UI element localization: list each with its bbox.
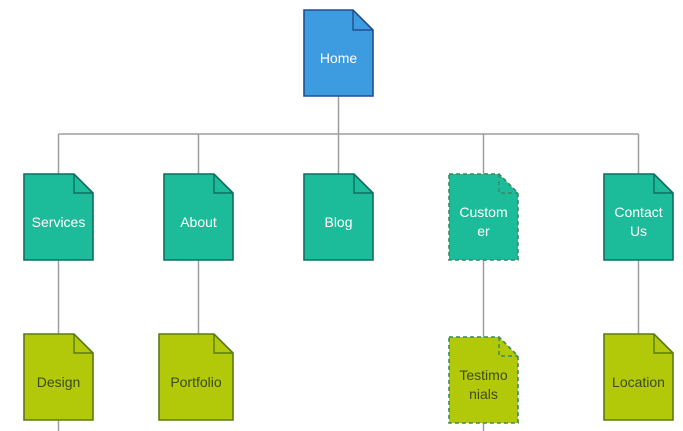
node-testimonials-page-fold: [498, 337, 518, 357]
node-about-page-shape: [163, 173, 234, 261]
node-contact-page-shape: [603, 173, 674, 261]
node-services-page-shape: [23, 173, 94, 261]
node-portfolio[interactable]: [158, 333, 234, 421]
node-testimonials-page-shape: [448, 336, 519, 424]
node-contact-page-fold: [653, 174, 673, 194]
node-contact[interactable]: [603, 173, 674, 261]
node-location[interactable]: [603, 333, 674, 421]
node-about[interactable]: [163, 173, 234, 261]
node-customer-page-shape: [448, 173, 519, 261]
node-testimonials[interactable]: [448, 336, 519, 424]
node-design-page-shape: [23, 333, 94, 421]
node-portfolio-page-shape: [158, 333, 234, 421]
node-location-page-fold: [653, 334, 673, 354]
node-services-page-fold: [73, 174, 93, 194]
connectors: [57, 96, 640, 431]
node-about-page-fold: [213, 174, 233, 194]
node-portfolio-page-fold: [213, 334, 233, 354]
node-location-page-shape: [603, 333, 674, 421]
node-customer-page-fold: [498, 174, 518, 194]
node-shapes: [23, 9, 674, 424]
node-home[interactable]: [303, 9, 374, 97]
node-home-page-shape: [303, 9, 374, 97]
node-customer[interactable]: [448, 173, 519, 261]
node-blog[interactable]: [303, 173, 374, 261]
node-design[interactable]: [23, 333, 94, 421]
node-home-page-fold: [352, 10, 373, 31]
node-services[interactable]: [23, 173, 94, 261]
node-blog-page-shape: [303, 173, 374, 261]
node-design-page-fold: [73, 334, 93, 354]
node-blog-page-fold: [353, 174, 373, 194]
